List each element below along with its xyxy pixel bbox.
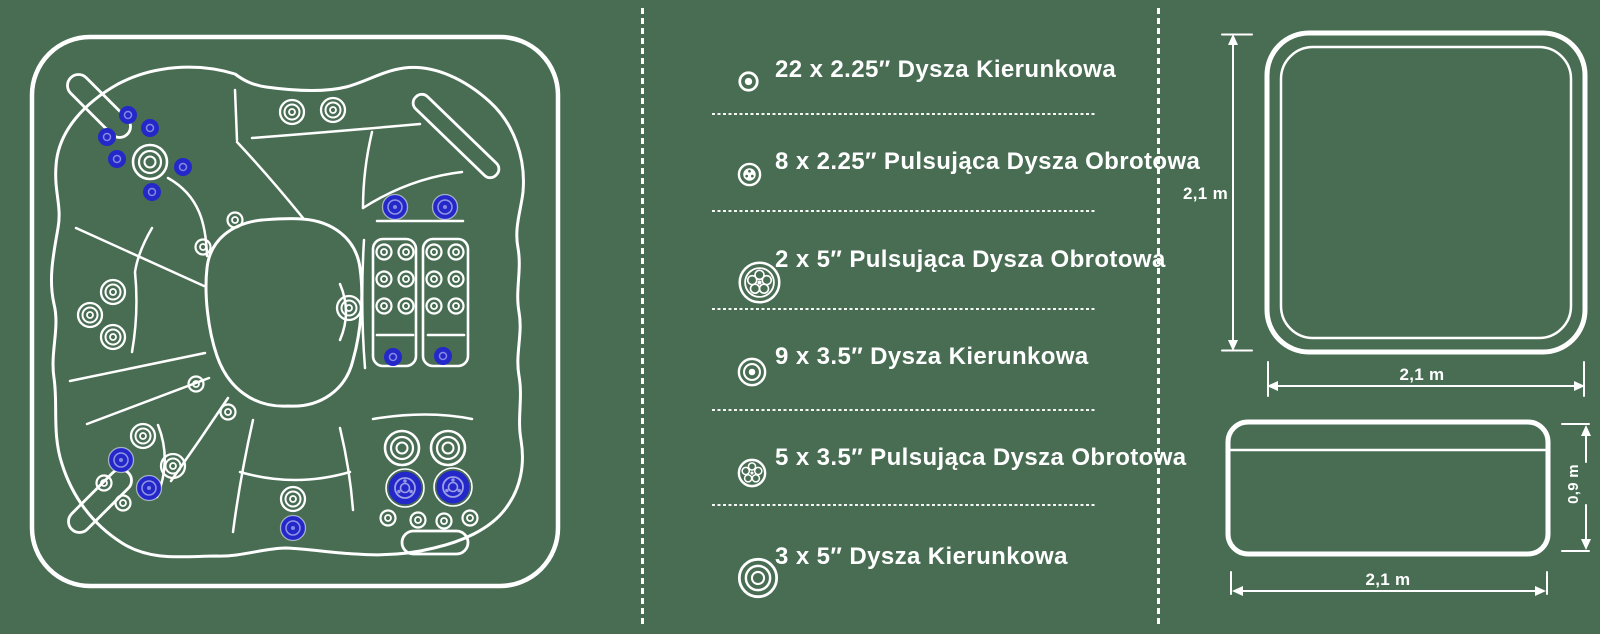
section-divider-left	[641, 8, 644, 626]
jet-medium-blue	[431, 193, 459, 221]
jet-medium-blue	[107, 446, 135, 474]
jet-small-blue	[173, 157, 193, 177]
side-view-height-dimension: 0,9 m	[1561, 423, 1591, 552]
jet-medium-white	[278, 98, 306, 126]
jets-layer	[76, 96, 479, 542]
legend-item: 8 x 2.25″ Pulsująca Dysza Obrotowa	[690, 132, 1200, 192]
top-view-width-dimension: 2,1 m	[1267, 361, 1585, 397]
jet-small-white	[379, 509, 397, 527]
section-divider-right	[1157, 8, 1160, 626]
legend-divider	[712, 504, 1095, 506]
legend-item-label: 3 x 5″ Dysza Kierunkowa	[775, 543, 1068, 570]
jet-small-white	[435, 512, 453, 530]
jet-medium-white	[279, 485, 307, 513]
legend-item: 9 x 3.5″ Dysza Kierunkowa	[690, 327, 1110, 387]
jet-medium-blue	[135, 474, 163, 502]
legend-item: 3 x 5″ Dysza Kierunkowa	[690, 527, 1110, 599]
jet-small-white	[447, 243, 465, 261]
jet-legend: 22 x 2.25″ Dysza Kierunkowa 8 x 2.25″ Pu…	[690, 0, 1200, 634]
tub-outer-shell	[29, 34, 561, 589]
jet-large-white	[429, 429, 467, 467]
jet-small-blue	[383, 347, 403, 367]
side-view-width-label: 2,1 m	[1366, 570, 1411, 589]
jet-small-white	[226, 211, 244, 229]
side-view-dimension-drawing: 0,9 m 2,1 m	[1225, 419, 1591, 596]
jet-small-white	[425, 243, 443, 261]
jet-small-white	[375, 243, 393, 261]
jet-large-white	[131, 143, 169, 181]
legend-divider	[712, 409, 1095, 411]
jet-medium-white	[335, 294, 363, 322]
tub-footwell	[204, 217, 364, 408]
jet-medium-white	[99, 323, 127, 351]
dimensions-panel: 2,1 m 2,1 m 0,9 m 2,1 m	[1183, 30, 1591, 596]
legend-item-label: 8 x 2.25″ Pulsująca Dysza Obrotowa	[775, 148, 1201, 175]
jet-small-blue	[142, 182, 162, 202]
legend-item: 2 x 5″ Pulsująca Dysza Obrotowa	[690, 230, 1165, 304]
headrests	[66, 73, 470, 556]
hot-tub-top-view-diagram	[29, 34, 561, 589]
legend-item-label: 5 x 3.5″ Pulsująca Dysza Obrotowa	[775, 444, 1187, 471]
jet-medium-blue	[381, 193, 409, 221]
jet-small-white	[397, 297, 415, 315]
side-view-width-dimension: 2,1 m	[1230, 570, 1548, 596]
jet-small-white	[461, 509, 479, 527]
jet-small-blue	[107, 149, 127, 169]
jet-large-white	[383, 429, 421, 467]
headrest-top-left	[66, 73, 132, 139]
legend-divider	[712, 308, 1095, 310]
legend-item: 22 x 2.25″ Dysza Kierunkowa	[690, 40, 1116, 100]
jet-small-white	[447, 270, 465, 288]
jet-large-blue	[433, 467, 473, 507]
jet-small-blue	[140, 118, 160, 138]
jet-small-white	[375, 297, 393, 315]
lounger-jet-panels	[371, 237, 470, 368]
jet-medium-blue	[279, 514, 307, 542]
top-view-width-label: 2,1 m	[1400, 365, 1445, 384]
legend-item-label: 2 x 5″ Pulsująca Dysza Obrotowa	[775, 246, 1166, 273]
headrest-bottom-left	[67, 468, 133, 534]
jet-small-white	[409, 511, 427, 529]
jet-small-white	[194, 238, 212, 256]
jet-small-blue	[97, 127, 117, 147]
legend-divider	[712, 113, 1095, 115]
jet-small-white	[114, 494, 132, 512]
jet-medium-white	[99, 278, 127, 306]
deck-panel	[411, 92, 501, 180]
jet-small-white	[219, 403, 237, 421]
jet-small-white	[425, 270, 443, 288]
jet-medium-white	[159, 452, 187, 480]
legend-item: 5 x 3.5″ Pulsująca Dysza Obrotowa	[690, 428, 1186, 488]
jet-small-blue	[433, 346, 453, 366]
jet-small-white	[425, 297, 443, 315]
top-view-height-dimension: 2,1 m	[1183, 33, 1253, 352]
top-view-dimension-drawing: 2,1 m 2,1 m	[1183, 30, 1588, 397]
jet-medium-white	[76, 301, 104, 329]
jet-small-white	[447, 297, 465, 315]
jet-medium-white	[129, 422, 157, 450]
legend-item-label: 9 x 3.5″ Dysza Kierunkowa	[775, 343, 1089, 370]
headrest-bottom-right	[400, 529, 470, 556]
legend-divider	[712, 210, 1095, 212]
jet-large-blue	[385, 468, 425, 508]
jet-small-white	[397, 270, 415, 288]
side-view-height-label: 0,9 m	[1565, 464, 1582, 504]
top-view-height-label: 2,1 m	[1183, 184, 1228, 203]
legend-item-label: 22 x 2.25″ Dysza Kierunkowa	[775, 56, 1117, 83]
jet-small-white	[397, 243, 415, 261]
jet-small-blue	[118, 105, 138, 125]
jet-small-white	[375, 270, 393, 288]
jet-medium-white	[319, 96, 347, 124]
